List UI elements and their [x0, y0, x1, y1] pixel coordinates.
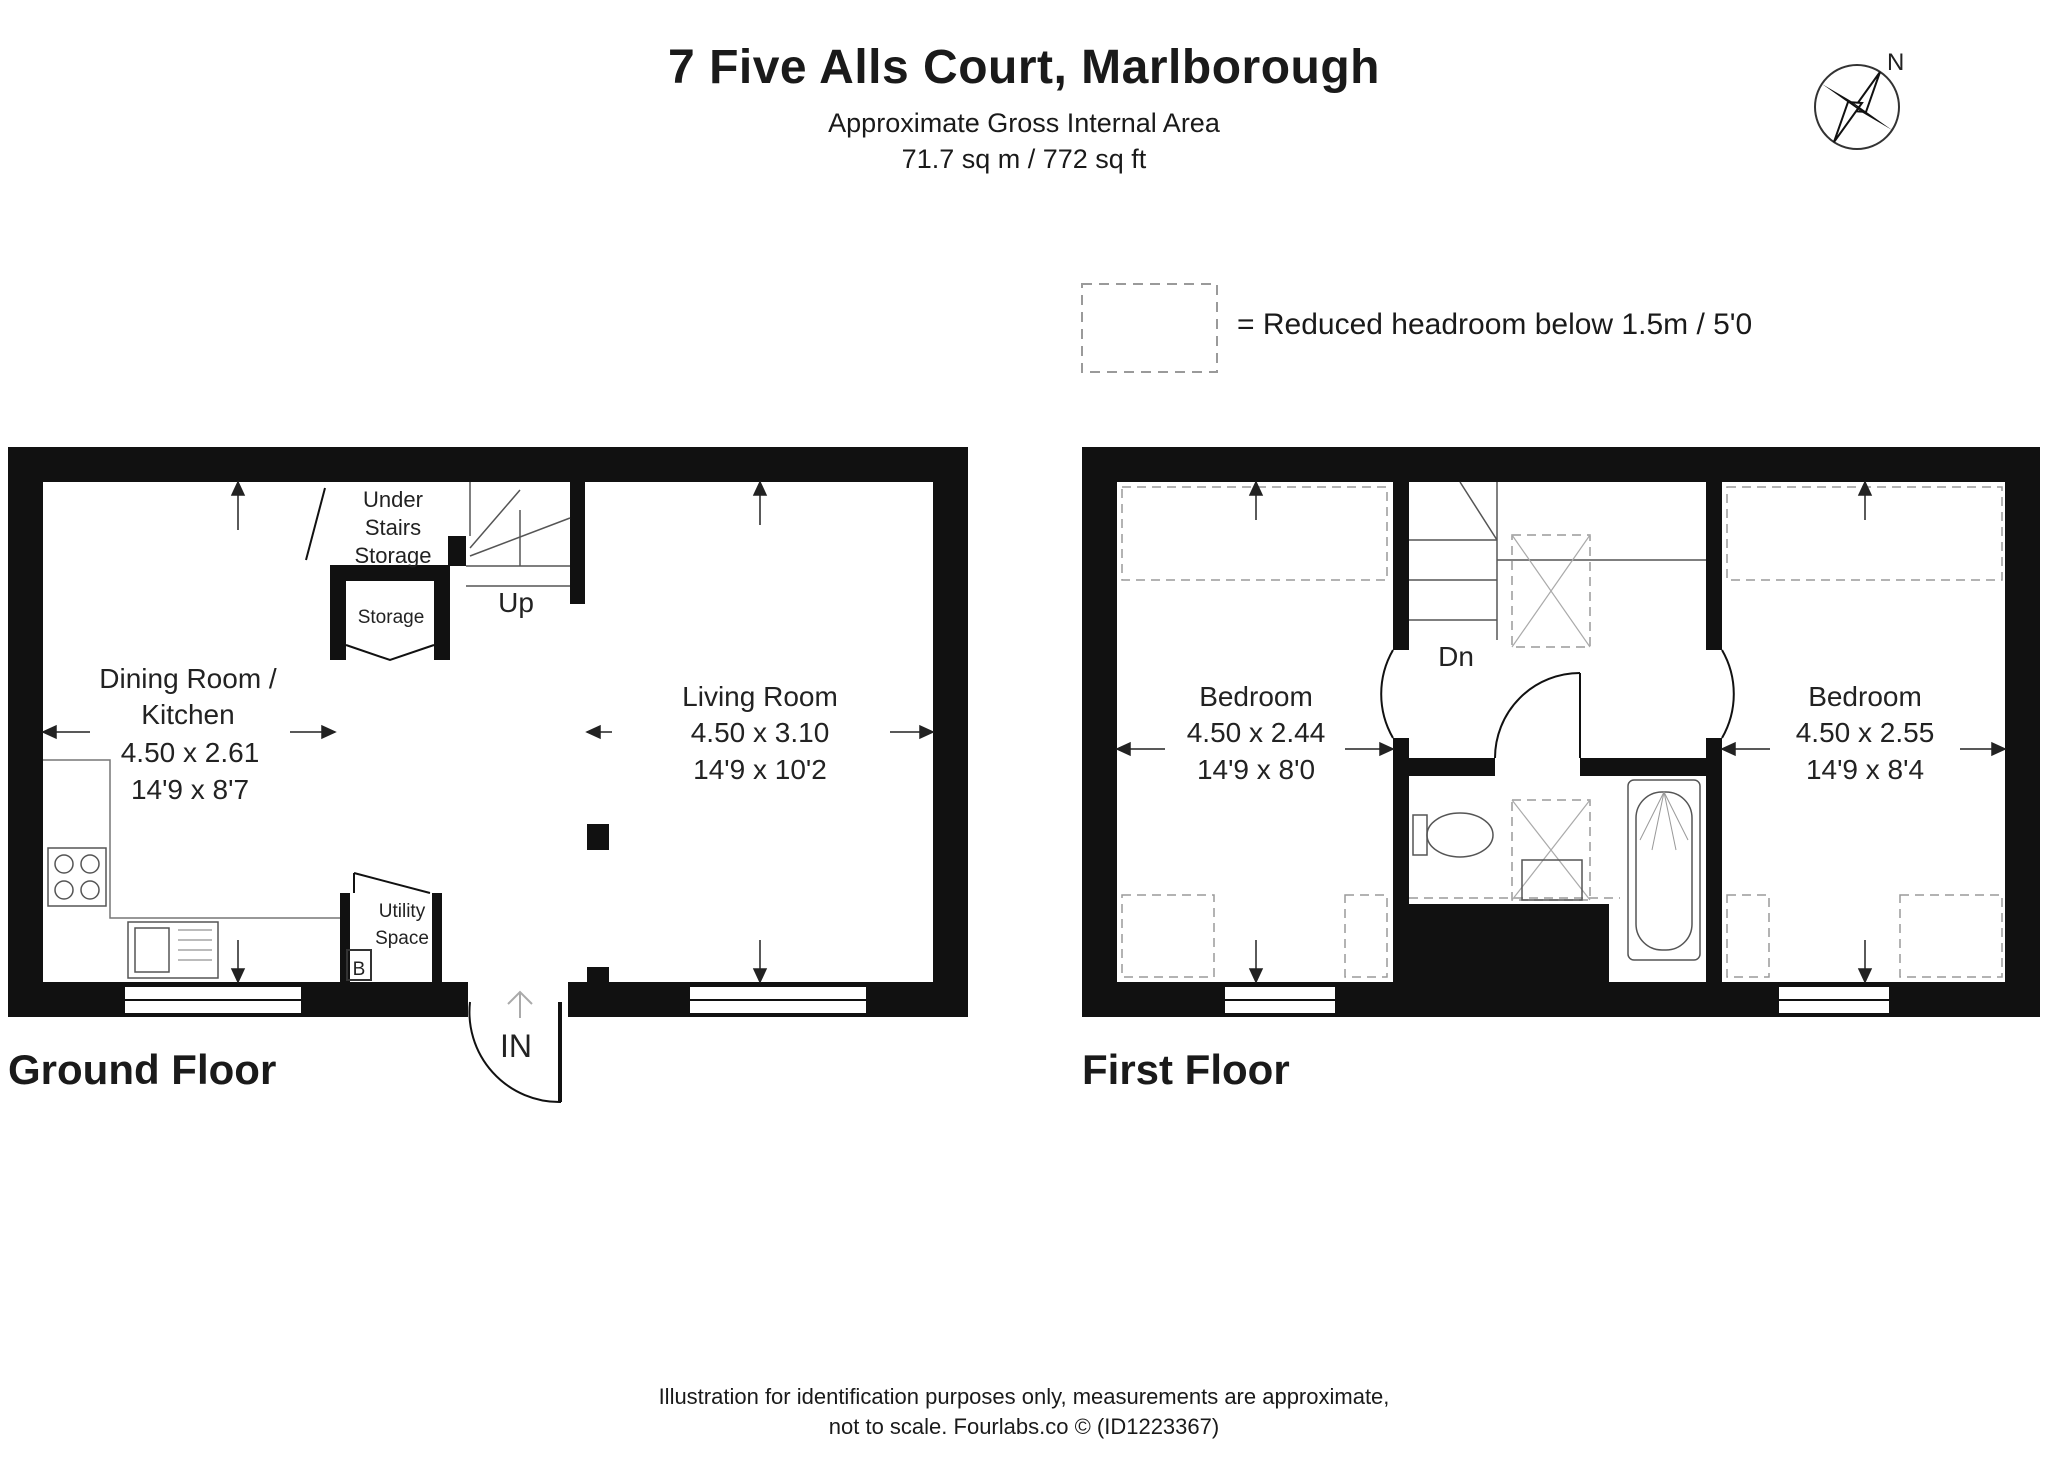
entrance-label: IN: [500, 1028, 532, 1064]
dining-imperial: 14'9 x 8'7: [131, 774, 249, 805]
stairs-down-label: Dn: [1438, 641, 1474, 672]
compass-icon: N: [1814, 49, 1904, 150]
boiler-label: B: [353, 959, 366, 980]
under-stairs-line1: Under: [363, 487, 423, 512]
kitchen-label: Kitchen: [141, 699, 234, 730]
first-floor-name: First Floor: [1082, 1046, 1290, 1093]
utility-line2: Space: [375, 928, 429, 949]
utility-line1: Utility: [379, 901, 426, 922]
living-imperial: 14'9 x 10'2: [693, 754, 827, 785]
disclaimer-line-2: not to scale. Fourlabs.co © (ID1223367): [828, 1414, 1220, 1439]
dining-metric: 4.50 x 2.61: [121, 737, 260, 768]
disclaimer-line-1: Illustration for identification purposes…: [658, 1384, 1390, 1409]
first-floor-plan: Bedroom 4.50 x 2.44 14'9 x 8'0 Bedroom 4…: [1082, 447, 2040, 1017]
living-room-label: Living Room: [682, 681, 838, 712]
ground-floor-name: Ground Floor: [8, 1046, 277, 1093]
storage-label: Storage: [358, 607, 425, 628]
compass-north-label: N: [1887, 49, 1904, 76]
bedroom-right-label: Bedroom: [1808, 681, 1922, 712]
bedroom-left-imperial: 14'9 x 8'0: [1197, 754, 1315, 785]
under-stairs-line2: Stairs: [365, 515, 421, 540]
stairs-up-label: Up: [498, 587, 534, 618]
legend-text: = Reduced headroom below 1.5m / 5'0: [1237, 308, 1753, 341]
bedroom-left-label: Bedroom: [1199, 681, 1313, 712]
under-stairs-line3: Storage: [354, 543, 431, 568]
bedroom-left-metric: 4.50 x 2.44: [1187, 717, 1326, 748]
bedroom-right-metric: 4.50 x 2.55: [1796, 717, 1935, 748]
legend-swatch: [1081, 283, 1218, 373]
area-value: 71.7 sq m / 772 sq ft: [901, 144, 1147, 174]
ground-floor-plan: Dining Room / Kitchen 4.50 x 2.61 14'9 x…: [8, 447, 968, 1104]
bedroom-right-imperial: 14'9 x 8'4: [1806, 754, 1924, 785]
area-label: Approximate Gross Internal Area: [828, 108, 1220, 138]
plan-title: 7 Five Alls Court, Marlborough: [668, 41, 1380, 94]
living-metric: 4.50 x 3.10: [691, 717, 830, 748]
dining-room-label: Dining Room /: [99, 663, 277, 694]
